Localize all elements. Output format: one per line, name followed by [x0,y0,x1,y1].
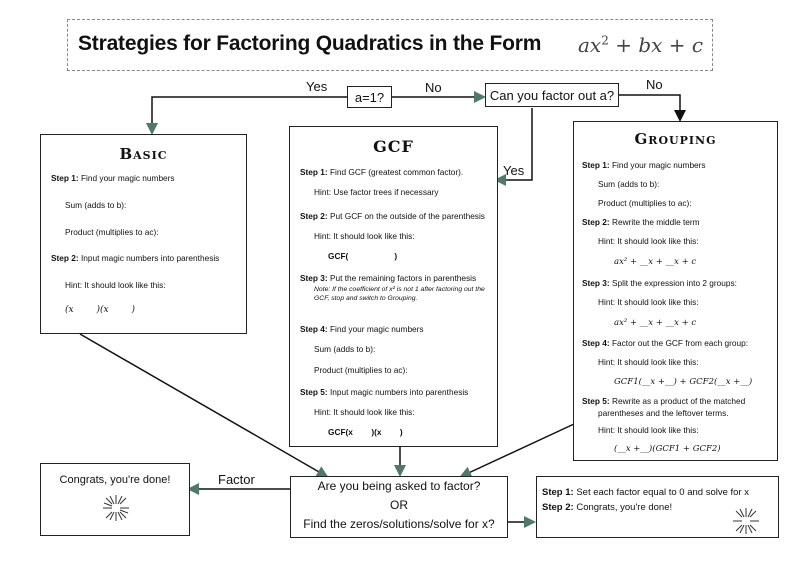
arrow-basic-to-decision [79,333,329,478]
decision-line1: Are you being asked to factor? [317,479,481,493]
grouping-step4: Step 4: Factor out the GCF from each gro… [582,338,749,348]
arrow-no-to-grouping [619,94,686,122]
solve-box: Step 1: Set each factor equal to 0 and s… [536,476,779,538]
firework-icon [733,508,759,534]
gcf-step1-hint: Hint: Use factor trees if necessary [314,187,439,197]
grouping-step2: Step 2: Rewrite the middle term [582,217,700,227]
label-yes-gcf: Yes [503,163,525,178]
firework-icon [103,495,129,521]
label-yes-left: Yes [306,79,328,94]
gcf-step2-hint: Hint: It should look like this: [314,231,415,241]
gcf-product: Product (multiplies to ac): [314,365,408,375]
grouping-step2-hint: Hint: It should look like this: [598,236,699,246]
grouping-step2-form: ax² + __x + __x + c [614,257,697,267]
grouping-step3: Step 3: Split the expression into 2 grou… [582,278,737,288]
page-title: Strategies for Factoring Quadratics in t… [78,32,542,55]
basic-product: Product (multiplies to ac): [65,227,159,237]
label-no-right: No [646,77,663,92]
title-expression: ax2 + bx + c [578,33,704,57]
grouping-box: Grouping Step 1: Find your magic numbers… [573,121,778,461]
gcf-step5-form: GCF(x )(x ) [328,427,403,437]
grouping-step5-cont: parentheses and the leftover terms. [598,408,729,418]
grouping-step5-hint: Hint: It should look like this: [598,425,699,435]
decision-line3: Find the zeros/solutions/solve for x? [303,517,495,531]
title-frame [67,19,713,71]
gcf-step3-note: Note: If the coefficient of x² is not 1 … [314,286,485,302]
grouping-step5-form: (__x +__)(GCF1 + GCF2) [614,444,721,454]
gcf-step1: Step 1: Find GCF (greatest common factor… [300,167,464,177]
arrow-yes-to-gcf [494,108,533,186]
grouping-step4-form: GCF1(__x +__) + GCF2(__x +__) [614,377,753,387]
grouping-step4-hint: Hint: It should look like this: [598,357,699,367]
gcf-step4: Step 4: Find your magic numbers [300,324,424,334]
decision-box: Are you being asked to factor? OR Find t… [290,476,508,538]
gcf-heading: GCF [373,137,414,156]
decision-line2: OR [390,498,408,512]
done-text: Congrats, you're done! [59,474,171,486]
basic-step1: Step 1: Find your magic numbers [51,173,175,183]
basic-sum: Sum (adds to b): [65,200,127,210]
grouping-sum: Sum (adds to b): [598,179,660,189]
label-factor: Factor [218,472,255,487]
grouping-step5: Step 5: Rewrite as a product of the matc… [582,396,746,406]
arrow-yes-to-basic [146,96,347,135]
grouping-step1: Step 1: Find your magic numbers [582,160,706,170]
solve-step1: Step 1: Set each factor equal to 0 and s… [542,487,750,498]
basic-step2: Step 2: Input magic numbers into parenth… [51,253,220,263]
basic-box: Basic Step 1: Find your magic numbers Su… [40,134,247,334]
factor-out-a-question: Can you factor out a? [485,83,619,107]
gcf-step2: Step 2: Put GCF on the outside of the pa… [300,211,485,221]
label-no-middle: No [425,80,442,95]
gcf-step3: Step 3: Put the remaining factors in par… [300,273,477,283]
gcf-step5: Step 5: Input magic numbers into parenth… [300,387,469,397]
basic-form: (x )(x ) [65,305,135,315]
done-box: Congrats, you're done! [40,463,190,536]
grouping-step3-hint: Hint: It should look like this: [598,297,699,307]
gcf-step5-hint: Hint: It should look like this: [314,407,415,417]
solve-step2: Step 2: Congrats, you're done! [542,502,673,513]
gcf-box: GCF Step 1: Find GCF (greatest common fa… [289,126,498,447]
gcf-step2-form: GCF( ) [328,251,398,261]
grouping-product: Product (multiplies to ac): [598,198,692,208]
gcf-sum: Sum (adds to b): [314,344,376,354]
a-equals-1-question: a=1? [347,86,392,108]
basic-heading: Basic [119,145,168,163]
grouping-step3-form: ax² + __x + __x + c [614,318,697,328]
grouping-heading: Grouping [634,130,717,148]
arrow-grouping-to-decision [459,423,575,478]
basic-hint: Hint: It should look like this: [65,280,166,290]
